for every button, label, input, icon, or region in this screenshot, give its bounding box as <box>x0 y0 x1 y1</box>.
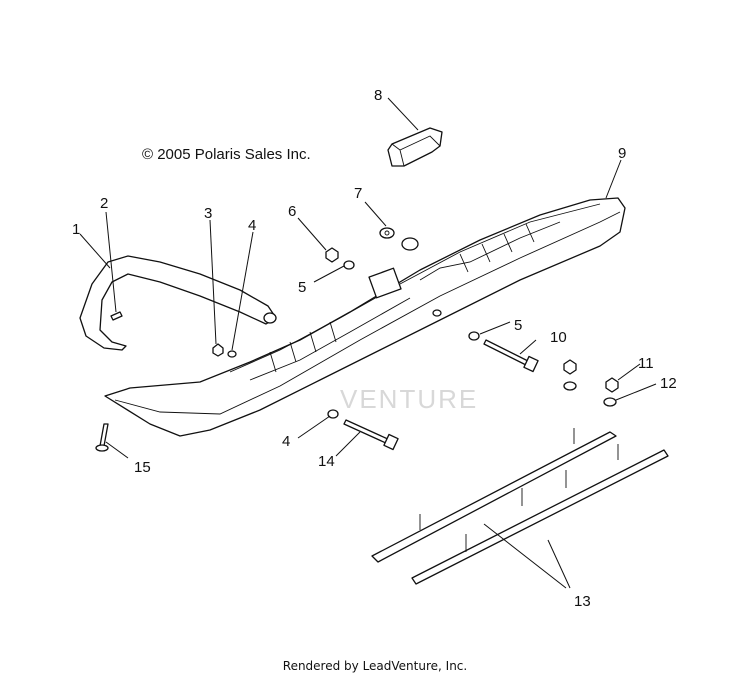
callout-6: 6 <box>288 203 296 220</box>
callout-13: 13 <box>574 593 591 610</box>
callout-14: 14 <box>318 453 335 470</box>
callout-8: 8 <box>374 87 382 104</box>
callout-1: 1 <box>72 221 80 238</box>
callout-5-left: 5 <box>298 279 306 296</box>
part-1-handle <box>79 255 277 351</box>
leader-lines <box>79 97 657 589</box>
callout-7: 7 <box>354 185 362 202</box>
callout-4-bottom: 4 <box>282 433 290 450</box>
part-13-carbides <box>371 428 669 585</box>
hardware <box>95 227 619 452</box>
callout-5-right: 5 <box>514 317 522 334</box>
callout-2: 2 <box>100 195 108 212</box>
part-9-ski <box>104 197 626 437</box>
callouts: 1 2 3 4 6 7 8 9 5 5 10 11 12 4 14 15 13 <box>72 87 677 610</box>
callout-12: 12 <box>660 375 677 392</box>
callout-4-top: 4 <box>248 217 256 234</box>
callout-9: 9 <box>618 145 626 162</box>
part-8-bumper <box>387 127 443 167</box>
callout-10: 10 <box>550 329 567 346</box>
callout-3: 3 <box>204 205 212 222</box>
footer-text: Rendered by LeadVenture, Inc. <box>282 659 468 673</box>
copyright-text: © 2005 Polaris Sales Inc. <box>142 146 311 163</box>
callout-11: 11 <box>638 355 654 372</box>
watermark-text: VENTURE <box>340 384 478 414</box>
callout-15: 15 <box>134 459 151 476</box>
